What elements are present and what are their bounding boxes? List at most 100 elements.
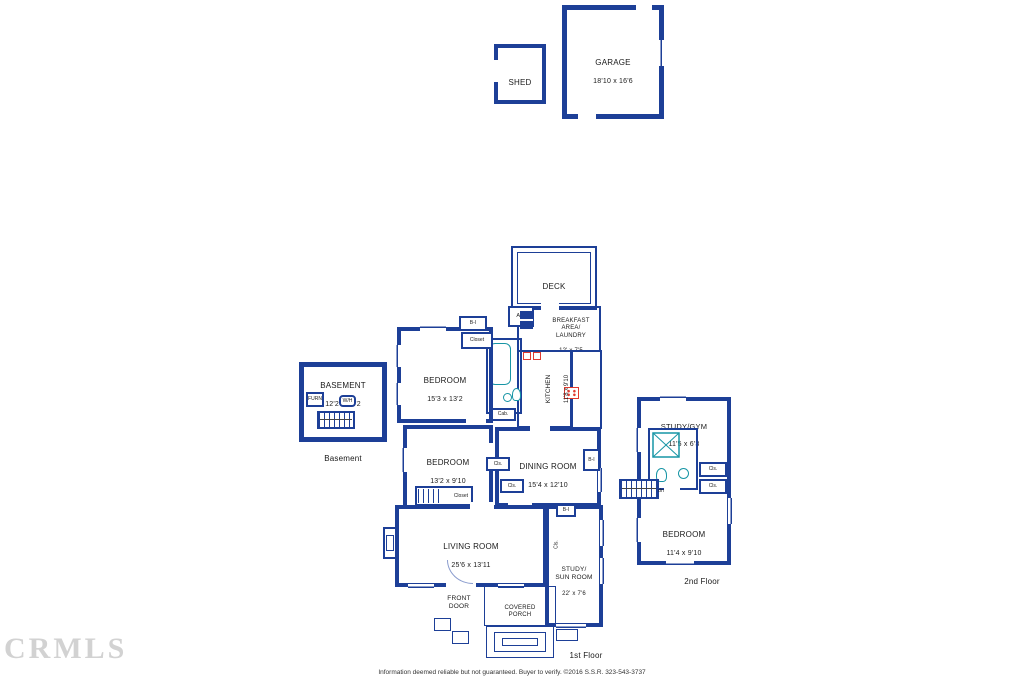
builtin-box: B-I xyxy=(583,449,600,471)
builtin-label: B-I xyxy=(588,456,595,463)
water-heater-box: W/H xyxy=(339,395,356,407)
stairs-direction-line xyxy=(622,488,656,489)
window xyxy=(728,498,735,524)
laundry-appliance-icon xyxy=(520,311,533,329)
first-floor-label: 1st Floor xyxy=(569,651,603,660)
window xyxy=(666,561,694,568)
door-gap xyxy=(470,502,494,509)
door-gap xyxy=(491,60,500,82)
kitchen-dims: 11'8 x 9'10 xyxy=(564,374,570,404)
disclaimer-text: Information deemed reliable but not guar… xyxy=(378,669,646,676)
closet-small-label: Cls. xyxy=(507,482,517,489)
bedroom2-label: BEDROOM xyxy=(426,458,470,467)
window xyxy=(660,394,686,401)
window xyxy=(600,520,607,546)
window xyxy=(556,624,586,631)
door-gap xyxy=(530,424,550,431)
porch-steps xyxy=(486,626,554,658)
bedroom3-label: BEDROOM xyxy=(662,530,706,539)
sink-icon xyxy=(678,468,689,479)
dining-label: DINING ROOM xyxy=(519,462,577,471)
bedroom1-dims: 15'3 x 13'2 xyxy=(427,396,463,403)
window xyxy=(408,584,434,591)
window xyxy=(634,428,641,452)
window xyxy=(658,40,665,66)
closet-label: Closet xyxy=(453,492,468,499)
garage-dims: 18'10 x 16'6 xyxy=(593,78,633,85)
furnace-box: FURN xyxy=(306,392,324,407)
washer-dryer-icon xyxy=(523,352,531,360)
door-gap xyxy=(664,487,680,493)
living-dims: 25'6 x 13'11 xyxy=(451,562,491,569)
door-gap xyxy=(466,418,486,426)
closet-small-box: Cls. xyxy=(486,457,510,471)
window xyxy=(420,324,446,331)
second-floor-label: 2nd Floor xyxy=(684,577,720,586)
sink-icon xyxy=(503,393,512,402)
covered-porch-label: COVERED PORCH xyxy=(504,604,536,619)
window xyxy=(394,383,401,405)
dining-dims: 15'4 x 12'10 xyxy=(528,482,568,489)
fireplace-firebox xyxy=(386,535,394,551)
porch-steps xyxy=(494,632,546,652)
closet-small-label: Cls. xyxy=(493,460,503,467)
closet-small-box: Cls. xyxy=(500,479,524,493)
crmls-watermark: CRMLS xyxy=(4,632,128,665)
closet-box: Closet xyxy=(461,332,493,349)
furnace-label: FURN xyxy=(308,396,322,402)
covered-porch-outline xyxy=(484,586,556,626)
bedroom2-dims: 13'2 x 9'10 xyxy=(430,478,466,485)
study-gym-dims: 11'5 x 6'3 xyxy=(668,441,700,449)
stairs-icon xyxy=(418,489,442,503)
shower-icon xyxy=(652,432,680,458)
front-door-label: FRONT DOOR xyxy=(447,595,471,611)
door-gap xyxy=(578,110,596,119)
study-sun-dims: 22' x 7'6 xyxy=(562,590,586,597)
cabinet-label: Cab. xyxy=(497,411,509,417)
breakfast-label: BREAKFAST AREA/ LAUNDRY xyxy=(552,317,590,339)
deck-label: DECK xyxy=(542,282,566,291)
bedroom3-dims: 11'4 x 9'10 xyxy=(666,550,702,557)
builtin-box: B-I xyxy=(556,504,576,517)
side-step xyxy=(556,629,578,641)
stairs-icon xyxy=(619,479,659,499)
door-gap xyxy=(636,2,652,11)
side-step xyxy=(452,631,469,644)
closet-small-label: Cls. xyxy=(708,466,718,472)
shed-label: SHED xyxy=(508,78,532,87)
study-gym-label: STUDY/GYM xyxy=(660,422,708,431)
living-label: LIVING ROOM xyxy=(443,542,499,551)
builtin-label: B-I xyxy=(469,320,477,326)
bedroom1-label: BEDROOM xyxy=(423,376,467,385)
toilet-icon xyxy=(512,388,521,401)
closet-small-label: Cls. xyxy=(553,540,560,549)
stove-icon xyxy=(564,387,579,399)
builtin-box: B-I xyxy=(459,316,487,331)
study-sun-label: STUDY/ SUN ROOM xyxy=(555,566,593,582)
closet-small-box: Cls. xyxy=(699,462,727,477)
fireplace-icon xyxy=(383,527,397,559)
front-door-gap xyxy=(446,583,476,591)
window xyxy=(634,518,641,542)
stairs-down-label: dn xyxy=(658,488,664,495)
washer-dryer-icon xyxy=(533,352,541,360)
cabinet-box: Cab. xyxy=(490,408,516,421)
water-heater-label: W/H xyxy=(342,397,353,404)
toilet-icon xyxy=(656,468,667,482)
basement-label: BASEMENT xyxy=(320,381,366,390)
door-gap xyxy=(489,443,497,461)
closet-small-box: Cls. xyxy=(699,479,727,494)
window xyxy=(400,448,407,472)
window xyxy=(498,584,524,591)
closet-small-label: Cls. xyxy=(708,483,718,489)
basement-floor-label: Basement xyxy=(324,454,362,463)
kitchen-label: KITCHEN xyxy=(545,374,552,404)
stairs-direction-line xyxy=(320,419,352,420)
door-gap xyxy=(541,303,559,311)
window xyxy=(598,468,605,492)
side-step xyxy=(434,618,451,631)
builtin-label: B-I xyxy=(562,507,570,513)
window xyxy=(600,558,607,584)
basement-stairs-icon xyxy=(317,411,355,429)
